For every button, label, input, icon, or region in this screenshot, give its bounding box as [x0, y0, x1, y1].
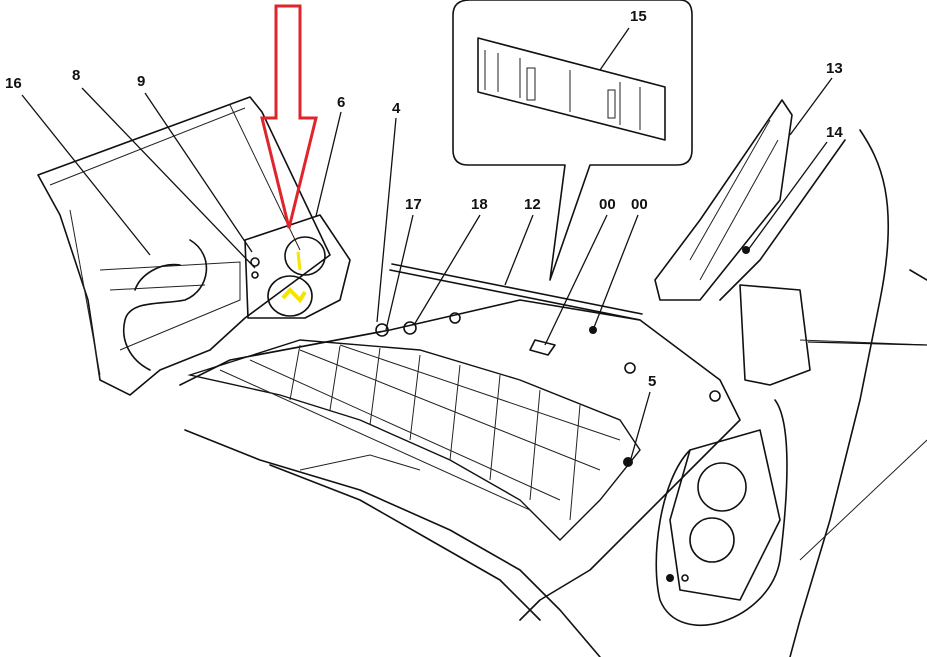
callout-14: 14: [826, 124, 843, 141]
lower-grille: [187, 339, 641, 541]
callout-17: 17: [405, 196, 422, 213]
callout-12: 12: [524, 196, 541, 213]
callout-9: 9: [137, 73, 145, 90]
highlight-arrow: [260, 4, 318, 229]
bumper-body: [179, 263, 741, 657]
callout-5: 5: [648, 373, 656, 390]
right-fog-lamp-assembly: [655, 399, 788, 626]
callout-13: 13: [826, 60, 843, 77]
callout-00-a: 00: [599, 196, 616, 213]
wiring-harness-left: [123, 239, 208, 371]
callout-15: 15: [630, 8, 647, 25]
callout-18: 18: [471, 196, 488, 213]
left-fender-panel: [37, 96, 331, 396]
fog-lamp-assembly: [244, 214, 351, 319]
right-bumper-bracket: [654, 99, 793, 301]
inset-balloon: [452, 0, 693, 281]
callout-4: 4: [392, 100, 401, 117]
callout-8: 8: [72, 67, 80, 84]
callout-16: 16: [5, 75, 22, 92]
callout-00-b: 00: [631, 196, 648, 213]
callout-6: 6: [337, 94, 345, 111]
leader-lines: [21, 27, 927, 463]
